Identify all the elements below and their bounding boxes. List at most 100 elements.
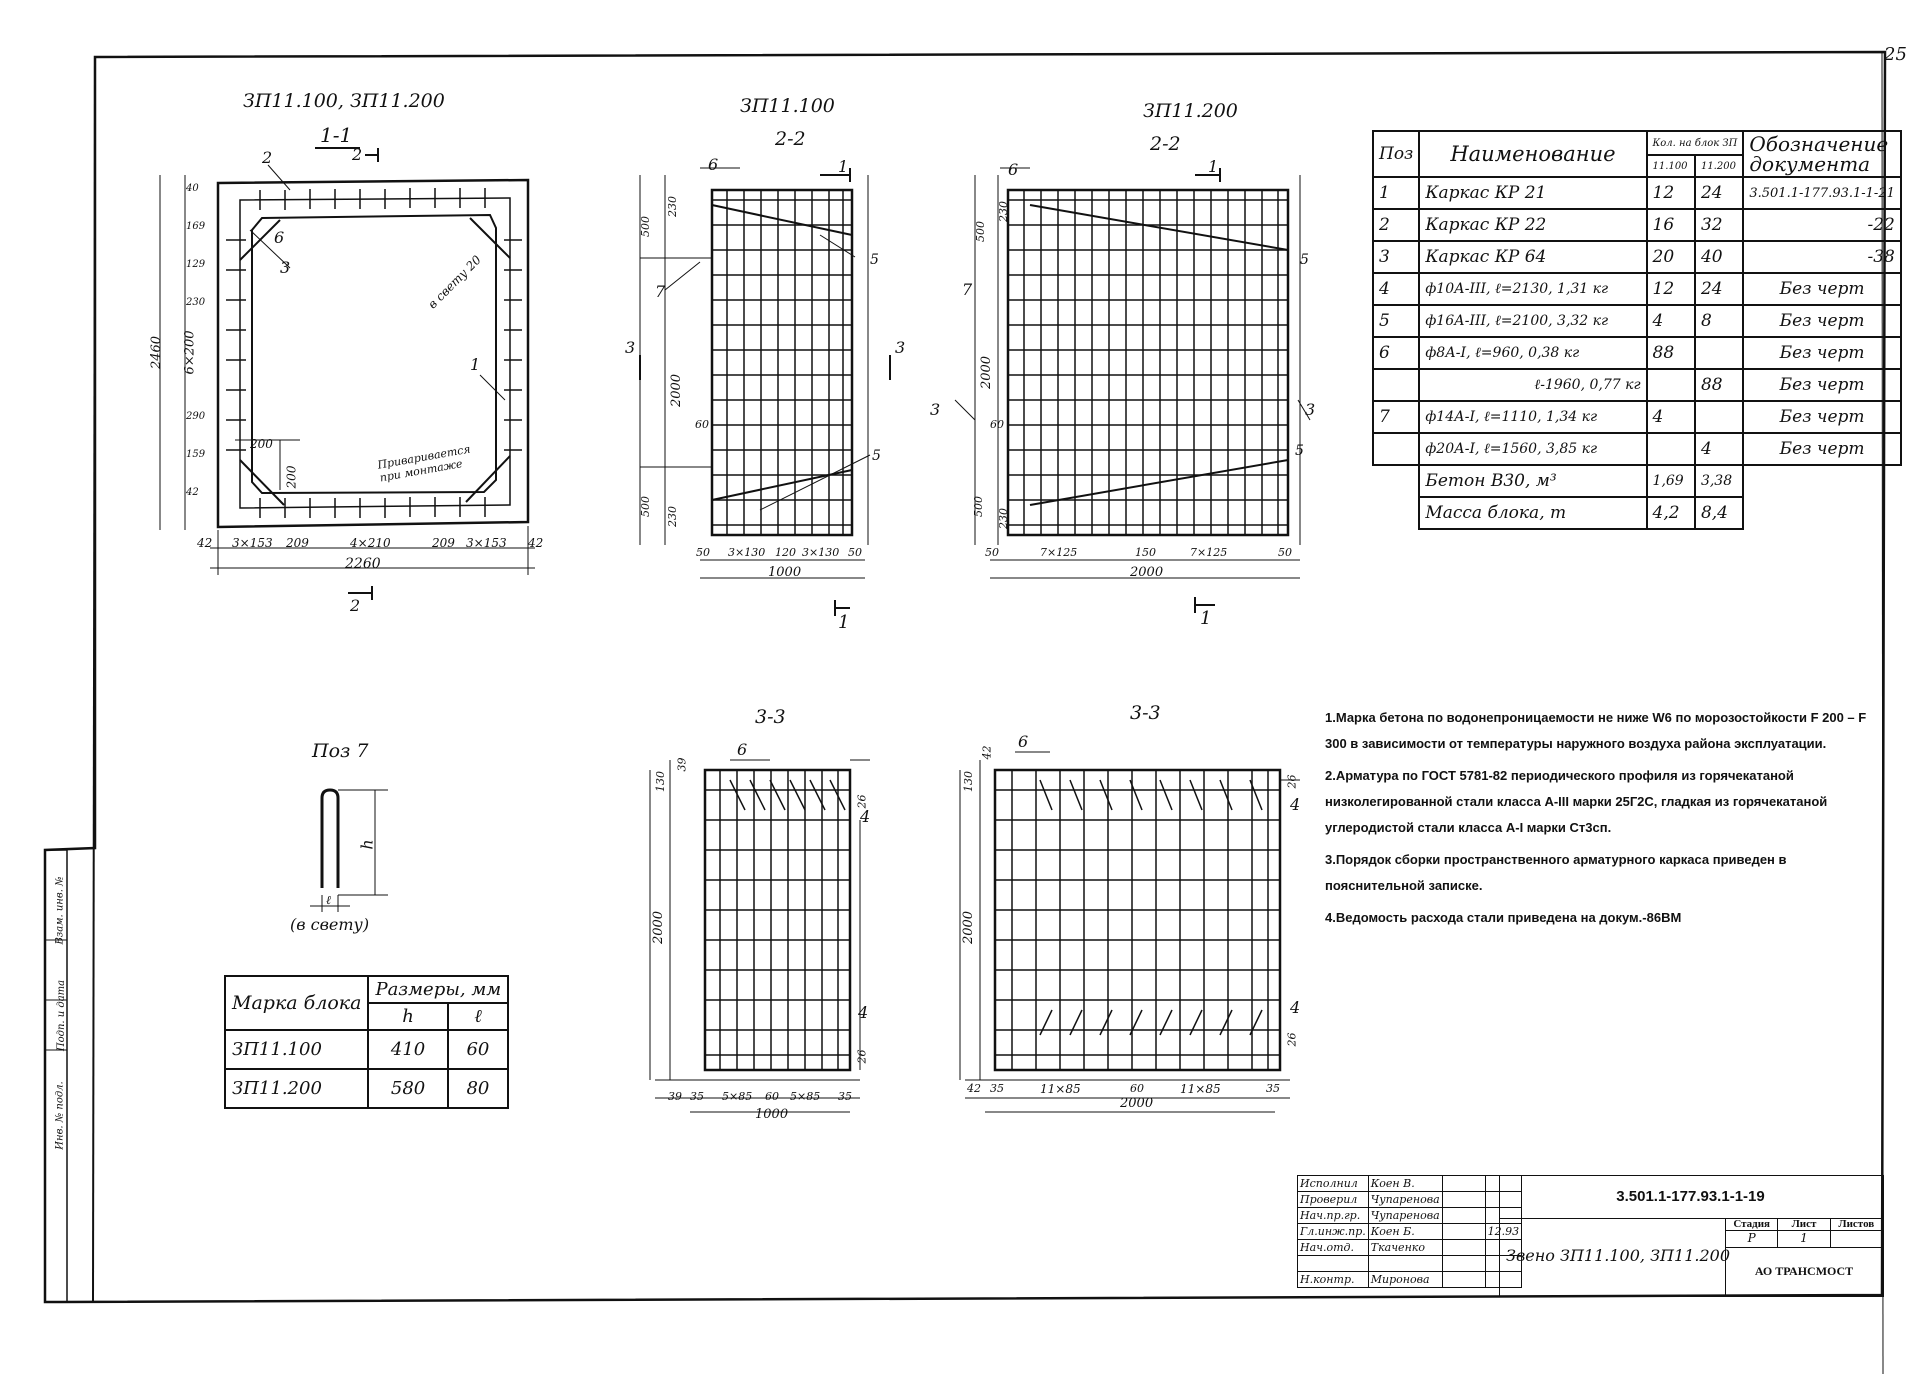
dim-height-2000: 2000 <box>979 355 995 390</box>
pos7-drawing <box>310 788 388 912</box>
pos7-header-l: ℓ <box>446 1002 510 1031</box>
pos-label-7: 7 <box>655 282 666 301</box>
dim-row-0: 42 <box>967 1082 981 1095</box>
pos-label-2: 2 <box>262 148 273 167</box>
dim-row-2: 150 <box>1135 546 1156 559</box>
pos-label-3: 3 <box>280 258 291 277</box>
section-3-3-200-drawing <box>959 751 1300 1113</box>
section-2-2-200-header: ЗП11.200 <box>1143 100 1238 122</box>
dim-bottom-6: 42 <box>528 536 544 550</box>
dim-top-500: 500 <box>974 221 987 242</box>
page-number: 25 <box>1884 44 1907 65</box>
cut-marker-3-right: 3 <box>895 338 906 357</box>
dim-row-3: 7×125 <box>1190 546 1228 559</box>
dim-side-60: 60 <box>990 418 1004 431</box>
dim-row-3: 60 <box>765 1090 779 1103</box>
side-stamp-3: Инв. № подл. <box>54 1081 66 1150</box>
section-3-3-100-title: 3-3 <box>755 706 786 728</box>
dim-top-130: 130 <box>654 771 667 792</box>
stage-value: Р <box>1726 1231 1779 1247</box>
section-3-3-200-title: 3-3 <box>1130 702 1161 724</box>
dim-row-0: 50 <box>696 546 710 559</box>
pos-label-4b: 4 <box>858 1003 869 1022</box>
sheet-label: Лист <box>1778 1218 1831 1230</box>
pos-label-6: 6 <box>708 155 719 174</box>
dim-row-2: 11×85 <box>1040 1082 1081 1096</box>
stage-label: Стадия <box>1726 1218 1779 1230</box>
dim-row-2: 5×85 <box>722 1090 753 1103</box>
dim-total-width: 2260 <box>345 556 381 572</box>
dim-bottom-2: 209 <box>286 536 309 550</box>
dim-side-60: 60 <box>695 418 709 431</box>
dim-height-2000: 2000 <box>669 373 685 408</box>
spec-header-qty-200: 11.200 <box>1693 154 1745 178</box>
section-1-1-header: ЗП11.100, ЗП11.200 <box>243 90 445 112</box>
table-row: Гл.инж.пр.Коен Б.12.93 <box>1297 1223 1523 1240</box>
sheet-value: 1 <box>1778 1231 1831 1247</box>
note-4: 4.Ведомость расхода стали приведена на д… <box>1325 910 1682 925</box>
section-1-1-drawing <box>159 147 535 600</box>
dim-bottom-230: 230 <box>666 506 679 527</box>
dim-row-4: 50 <box>848 546 862 559</box>
section-2-2-100-title: 2-2 <box>775 128 806 150</box>
pos-label-6: 6 <box>737 740 748 759</box>
dim-bottom-230: 230 <box>997 508 1010 529</box>
drawing-title: Звено ЗП11.100, ЗП11.200 <box>1506 1246 1730 1265</box>
title-date: 12.93 <box>1484 1223 1523 1240</box>
dim-right-26b: 26 <box>1285 1032 1299 1047</box>
dim-row-3: 3×130 <box>802 546 840 559</box>
dim-row-3: 60 <box>1130 1082 1144 1095</box>
left-dims: 40 169 129 230 290 159 42 <box>186 183 206 498</box>
cut-marker-3-right: 3 <box>1305 400 1316 419</box>
dim-inner-v: 200 <box>284 465 299 489</box>
dim-row-4: 11×85 <box>1180 1082 1221 1096</box>
dim-right-26: 26 <box>1285 774 1299 789</box>
pos7-title: Поз 7 <box>312 740 369 762</box>
cut-marker-1-bottom: 1 <box>1200 608 1212 629</box>
sheets-label: Листов <box>1838 1218 1875 1230</box>
dim-bottom-4: 209 <box>432 536 455 550</box>
organization: АО ТРАНСМОСТ <box>1754 1264 1854 1278</box>
pos-label-6: 6 <box>274 228 285 247</box>
pos-label-5b: 5 <box>872 448 881 464</box>
dim-row-1: 7×125 <box>1040 546 1078 559</box>
dim-row-4: 5×85 <box>790 1090 821 1103</box>
cut-marker-3-left: 3 <box>930 400 941 419</box>
pos7-header-h: h <box>367 1002 449 1031</box>
spec-table: Поз Наименование Кол. на блок ЗП Обознач… <box>1371 129 1902 530</box>
side-stamp-2: Подп. и дата <box>56 979 68 1052</box>
dim-right-26: 26 <box>855 794 869 809</box>
dim-top-230: 230 <box>666 196 679 217</box>
table-row: Н.контр.Миронова <box>1297 1271 1523 1288</box>
pos7-header-sizes: Размеры, мм <box>367 975 510 1004</box>
dim-row-5: 35 <box>1266 1082 1280 1095</box>
dim-row-1: 35 <box>690 1090 704 1103</box>
dim-top-130: 130 <box>962 771 975 792</box>
dim-row-1: 35 <box>990 1082 1004 1095</box>
spec-header-name: Наименование <box>1418 130 1648 178</box>
dim-row-0: 50 <box>985 546 999 559</box>
dim-bottom-1: 3×153 <box>232 536 273 550</box>
general-notes: 1.Марка бетона по водонепроницаемости не… <box>1325 705 1885 931</box>
section-2-2-100-header: ЗП11.100 <box>740 95 835 117</box>
pos7-dim-h: h <box>357 839 377 850</box>
pos7-note: (в свету) <box>290 915 370 934</box>
dim-inner-h: 200 <box>250 437 273 451</box>
dim-bottom-3: 4×210 <box>350 536 391 550</box>
dim-row-4: 50 <box>1278 546 1292 559</box>
pos-label-7: 7 <box>962 280 973 299</box>
doc-number: 3.501.1-177.93.1-1-19 <box>1500 1176 1881 1219</box>
table-row: Нач.отд.Ткаченко <box>1297 1239 1523 1256</box>
pos-label-5b: 5 <box>1295 443 1304 459</box>
section-1-1-title: 1-1 <box>320 123 353 147</box>
